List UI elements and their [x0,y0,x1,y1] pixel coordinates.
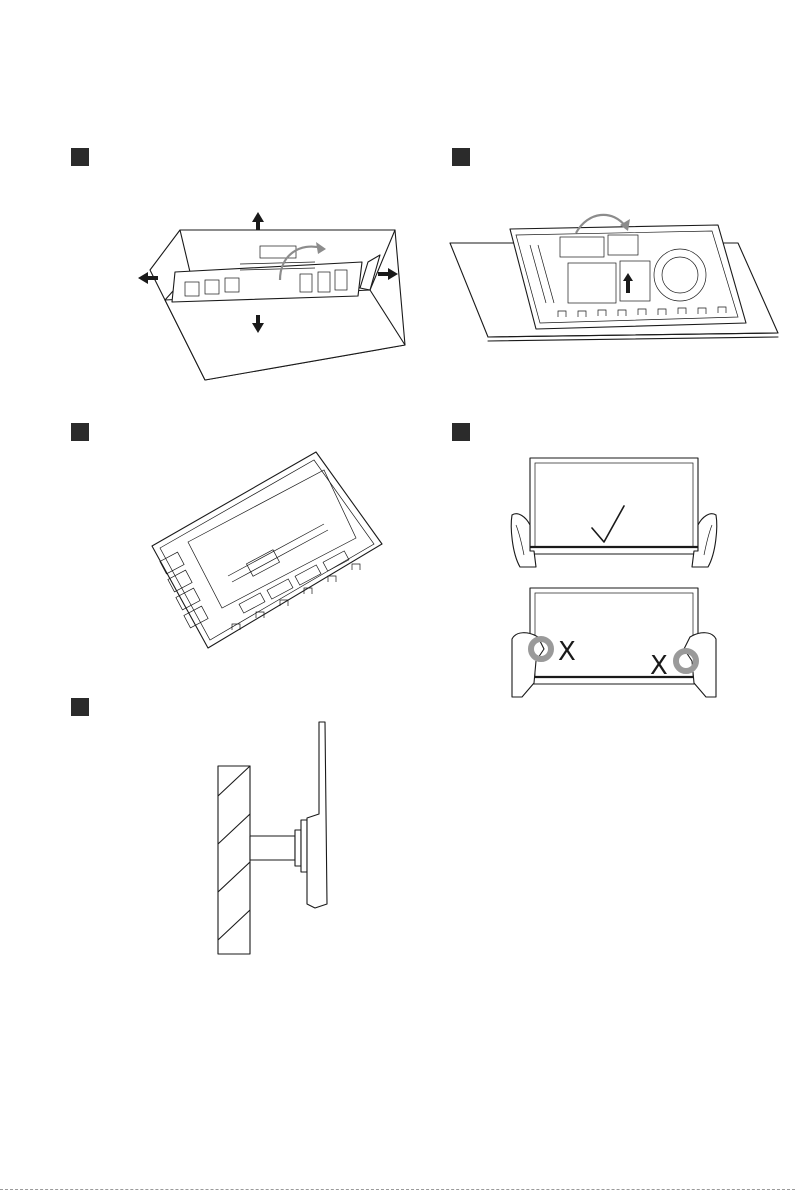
bottom-rule [0,1189,795,1190]
step-1-marker [71,148,89,166]
correct-checkmark [588,502,628,546]
step-2-marker [452,148,470,166]
step-4-marker [452,423,470,441]
wrong-mark-left: X [558,637,576,667]
wrong-marks: X X [550,630,680,680]
monitor-in-foam-icon [148,448,388,653]
wall-mount-side-icon [215,718,335,958]
step-3-marker [71,423,89,441]
step-5-marker [71,698,89,716]
wrong-mark-right: X [650,651,668,680]
remove-foam-tray-icon [448,205,783,345]
open-box-flaps-icon [130,200,420,390]
